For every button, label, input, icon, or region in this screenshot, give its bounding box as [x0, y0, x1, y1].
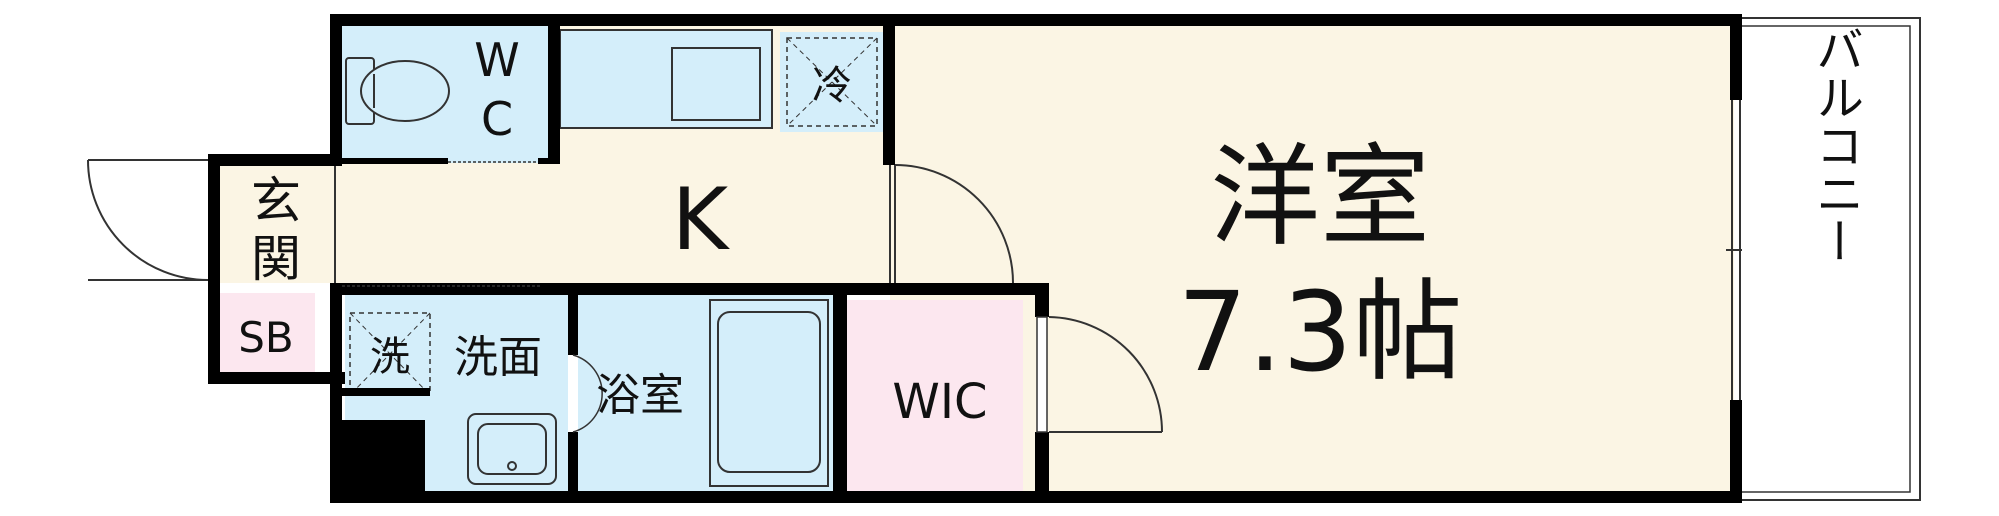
- wic-label: WIC: [892, 374, 987, 430]
- balcony: [1742, 17, 1921, 501]
- shoebox-floor: [218, 293, 315, 378]
- wc-label-top: W: [474, 33, 519, 87]
- kitchen-label: K: [672, 170, 731, 270]
- bathroom-label: 浴室: [596, 370, 684, 421]
- washroom-label: 洗面: [454, 332, 542, 383]
- entrance-label-top: 玄: [251, 172, 301, 230]
- wc-label-bottom: C: [481, 92, 513, 146]
- wic-door: [1036, 316, 1163, 433]
- entrance-floor: [218, 163, 335, 283]
- toilet: [345, 57, 450, 125]
- western-room-door: [889, 164, 1014, 284]
- wic-floor: [845, 300, 1023, 491]
- fridge-label: 冷: [812, 63, 852, 109]
- bathroom-door: [572, 354, 603, 433]
- western-room-label: 洋室: [1210, 133, 1430, 261]
- walls: [208, 14, 1742, 503]
- kitchen-sink: [671, 47, 761, 121]
- fridge-space: [786, 37, 878, 127]
- entrance-label-bottom: 関: [251, 230, 301, 288]
- western-room-size-label: 7.3帖: [1178, 268, 1463, 396]
- bathtub: [709, 299, 829, 487]
- shoebox-label: SB: [238, 313, 293, 362]
- western-room-floor: [890, 25, 1734, 491]
- washer-label: 洗: [370, 334, 410, 380]
- wash-basin: [467, 413, 557, 485]
- entrance-door: [87, 159, 209, 281]
- balcony-label: バルコニー: [1807, 25, 1863, 265]
